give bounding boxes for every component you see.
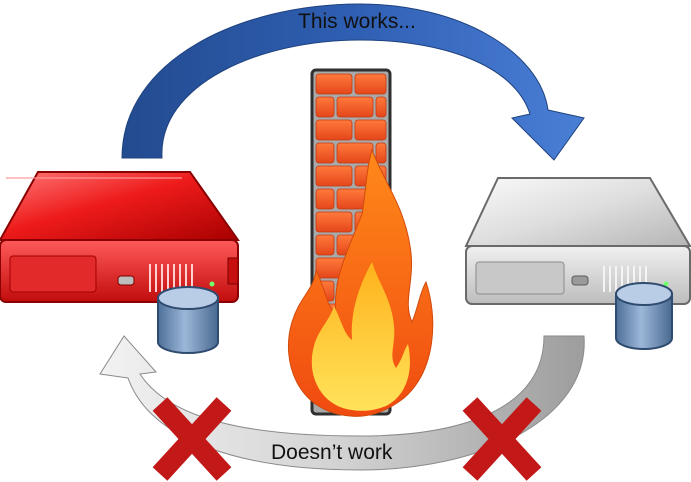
fire-icon (288, 148, 434, 417)
brick (375, 142, 387, 164)
brick (336, 96, 374, 118)
right-blocked-x-icon (462, 397, 542, 481)
works-label: This works... (298, 10, 416, 33)
top-arrow (121, 3, 585, 161)
brick (315, 96, 335, 118)
brick (354, 73, 387, 95)
brick (315, 234, 335, 256)
right-database-icon (615, 282, 673, 350)
brick (375, 96, 387, 118)
brick (336, 142, 374, 164)
brick (354, 119, 387, 141)
left-server-icon (0, 171, 240, 303)
brick (315, 188, 335, 210)
brick (315, 165, 353, 187)
brick (315, 142, 335, 164)
left-database-icon (157, 286, 219, 354)
doesnt-work-label: Doesn’t work (271, 441, 393, 464)
left-blocked-x-icon (152, 397, 232, 481)
brick (315, 73, 353, 95)
bottom-arrow (99, 335, 585, 471)
brick (315, 211, 353, 233)
brick (315, 119, 353, 141)
